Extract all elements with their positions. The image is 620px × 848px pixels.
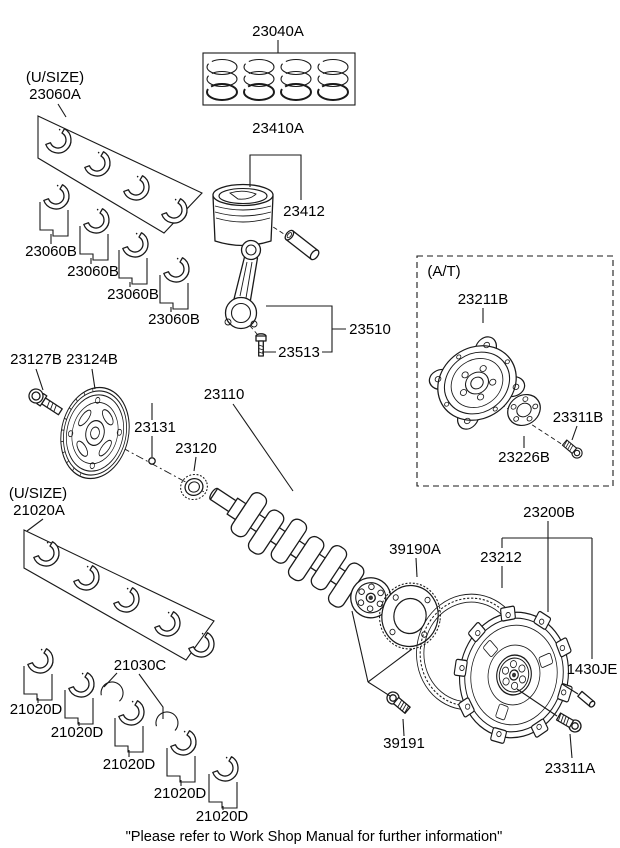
main-bearing-set [23, 529, 219, 662]
piston-pin [284, 229, 320, 261]
callout-drive-plate-bolt: 23311B [553, 409, 604, 426]
callouts: 23040A (U/SIZE) 23060A 23410A 23412 2306… [9, 23, 618, 845]
callout-rod-bearing-2: 23060B [67, 263, 119, 280]
callout-main-bearing-4: 21020D [154, 785, 207, 802]
callout-sensor-wheel-bolt: 39191 [383, 735, 425, 752]
callout-key: 23131 [134, 419, 176, 436]
callout-connecting-rod: 23510 [349, 321, 391, 338]
callout-crankshaft: 23110 [204, 386, 245, 403]
drive-plate-bolt [560, 438, 585, 461]
crankshaft [209, 487, 392, 619]
label-at-group: (A/T) [427, 263, 460, 280]
drive-plate [428, 336, 526, 430]
callout-sensor-wheel: 39190A [389, 541, 441, 558]
dowel-pin [577, 690, 596, 708]
callout-adapter-plate: 23226B [498, 449, 550, 466]
woodruff-key [148, 457, 156, 465]
label-usize-upper: (U/SIZE) [26, 69, 84, 86]
callout-main-bearing-5: 21020D [196, 808, 249, 825]
callout-main-bearing-1: 21020D [10, 701, 63, 718]
callout-piston: 23410A [252, 120, 304, 137]
adapter-plate [507, 393, 541, 427]
callout-main-bearing-2: 21020D [51, 724, 104, 741]
crank-sprocket [180, 473, 208, 501]
connecting-rod [224, 239, 262, 330]
callout-rod-bolt: 23513 [278, 344, 320, 361]
pulley-bolt [28, 388, 63, 416]
callout-rod-bearing-4: 23060B [148, 311, 200, 328]
flywheel-bolt [554, 710, 584, 735]
piston [212, 183, 274, 247]
callout-pulley-bolt: 23127B [10, 351, 62, 368]
callout-main-bearing-3: 21020D [103, 756, 156, 773]
callout-sprocket: 23120 [175, 440, 217, 457]
leader-lines [26, 40, 593, 810]
rod-bolt [255, 333, 267, 357]
callout-rod-bearing-3: 23060B [107, 286, 159, 303]
callout-ring-gear: 23212 [480, 549, 522, 566]
callout-ring-set: 23040A [252, 23, 304, 40]
callout-rod-bearing-1: 23060B [25, 243, 77, 260]
callout-thrust-washer-set: 21030C [114, 657, 167, 674]
thrust-washers [100, 681, 179, 731]
label-usize-lower: (U/SIZE) [9, 485, 67, 502]
callout-flywheel: 23200B [523, 504, 575, 521]
callout-dowel-pin: 1430JE [567, 661, 618, 678]
sensor-wheel-bolt [383, 688, 413, 716]
callout-drive-plate: 23211B [458, 291, 509, 308]
callout-main-bearing-set: 21020A [13, 502, 65, 519]
piston-ring-set [202, 52, 356, 106]
at-group-box [416, 255, 614, 487]
callout-piston-pin: 23412 [283, 203, 325, 220]
flywheel [453, 605, 573, 744]
footer-note: "Please refer to Work Shop Manual for fu… [126, 829, 503, 845]
callout-flywheel-bolt: 23311A [545, 760, 596, 777]
crankshaft-pulley [60, 386, 130, 480]
callout-pulley: 23124B [66, 351, 118, 368]
callout-rod-bearing-set: 23060A [29, 86, 81, 103]
rod-bearing-set [37, 115, 203, 234]
